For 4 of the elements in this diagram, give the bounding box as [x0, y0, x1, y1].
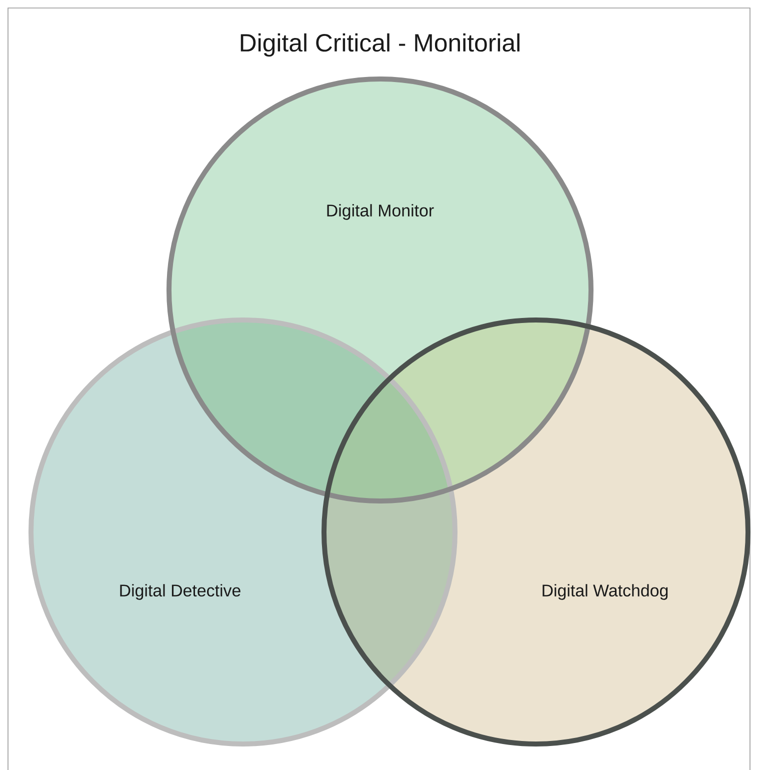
circle-label: Digital Detective — [120, 584, 240, 600]
circle-label: Digital Monitor — [327, 204, 434, 220]
circle-label: Digital Watchdog — [542, 584, 668, 600]
title: Digital Critical - Monitorial — [240, 33, 520, 57]
